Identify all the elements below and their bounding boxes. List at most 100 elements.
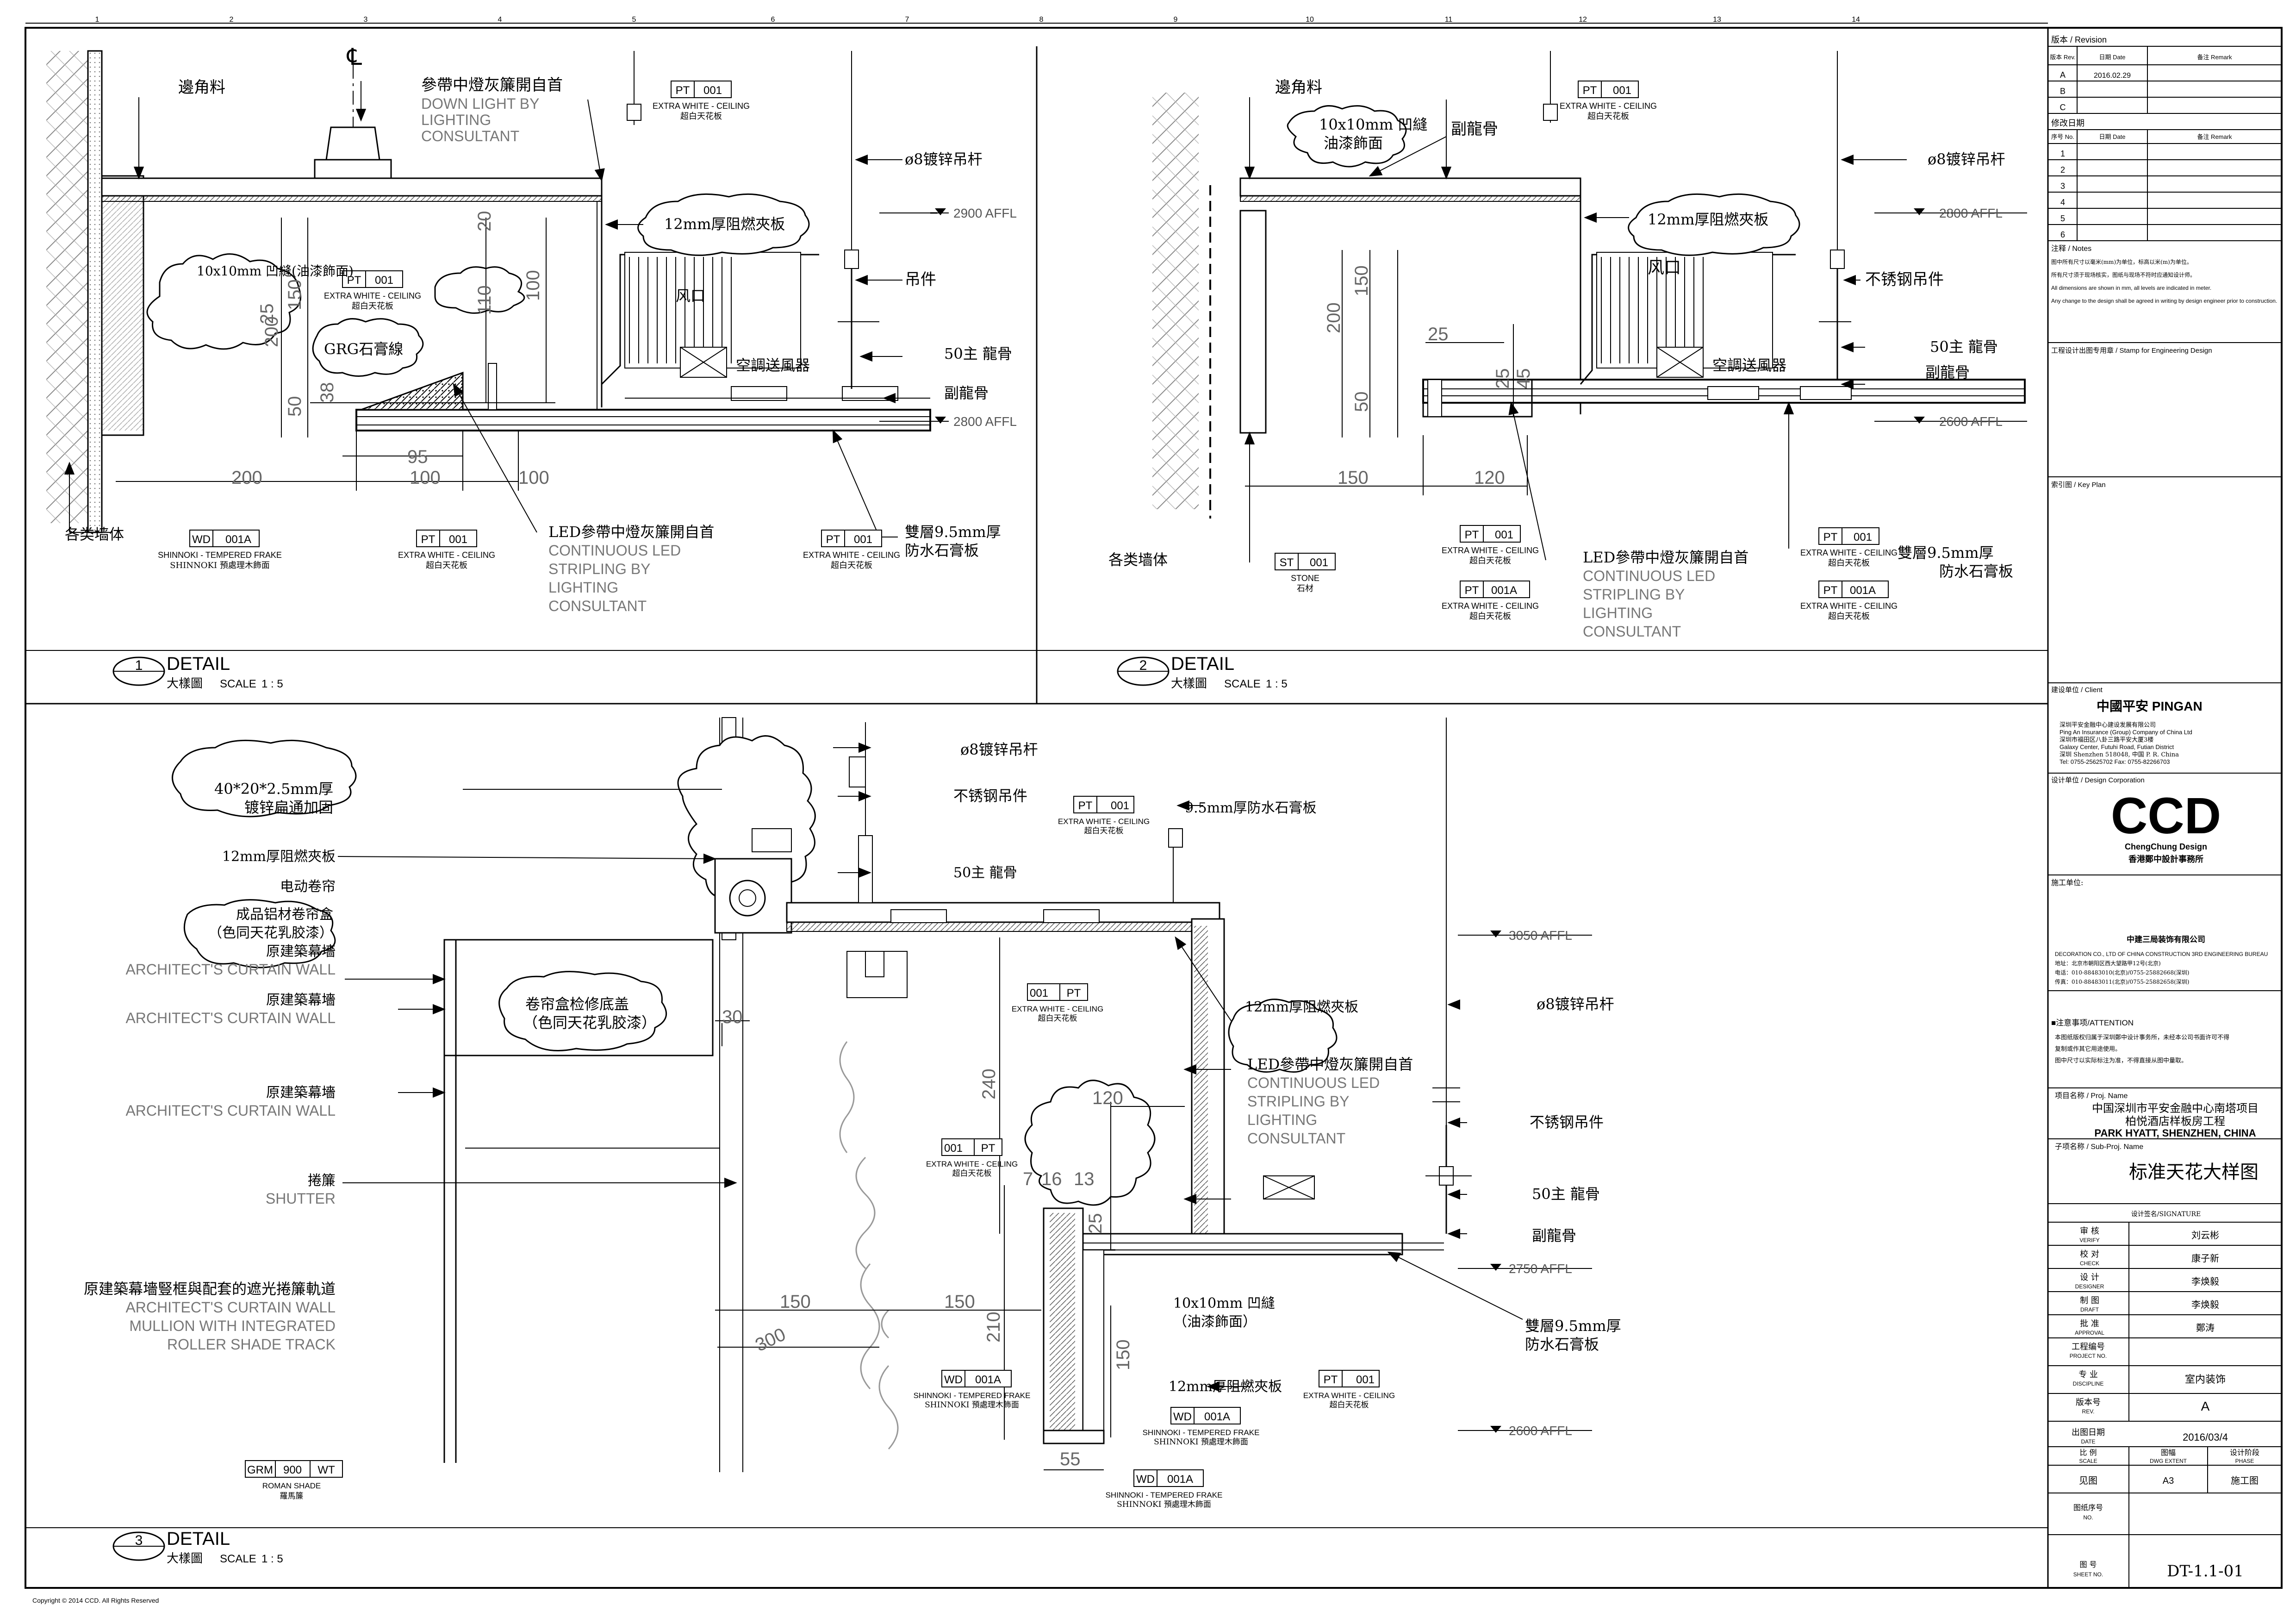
dimension: 7 [1023,1169,1033,1189]
tag-code: PT [826,533,840,546]
tag-number: 001 [1613,84,1631,97]
label: 10x10mm 凹縫 [1319,116,1427,133]
subproj-title: 子项名称 / Sub-Proj. Name [2055,1143,2143,1151]
signature-name: 康子新 [2191,1253,2219,1264]
label: 防水石膏板 [1939,562,2013,580]
dimension: 13 [1074,1169,1095,1189]
info-label: 版本号 [2076,1398,2101,1407]
label: CONSULTANT [548,598,647,614]
attention-line: 本图纸版权归属于深圳鄭中设计事务所，未经本公司书面许可不得 [2055,1034,2229,1041]
tag-desc-cn: SHINNOKI 預處理木飾面 [1154,1437,1248,1447]
tag-desc: SHINNOKI - TEMPERED FRAKE [1143,1428,1260,1437]
tag-number: 001 [854,533,872,546]
info-label-en: DISCIPLINE [2073,1380,2104,1387]
label: 不锈钢吊件 [1530,1113,1604,1131]
scale-label: SCALE [220,678,256,690]
label: CONTINUOUS LED [1583,568,1715,584]
label: 參帶中燈灰簾開自首 [421,76,563,94]
detail-1 [46,50,949,547]
label: GRG石膏線 [324,340,403,358]
rev-header: 备注 Remark [2197,54,2232,61]
label: ø8镀锌吊杆 [1928,150,2005,168]
tag-desc: EXTRA WHITE - CEILING [398,550,495,560]
label: 电动卷帘 [280,879,336,895]
label: 原建築幕墻豎框與配套的遮光捲簾軌道 [84,1280,336,1298]
detail-subtitle: 大樣圖 [167,1552,203,1566]
label: LIGHTING [1247,1112,1317,1128]
centerline-mark: ℄ [346,44,362,70]
attention-line: 复制或作其它用途使用。 [2055,1045,2121,1053]
dimension: 150 [780,1292,811,1312]
client-title: 建设单位 / Client [2051,686,2103,694]
label: 风口 [1648,258,1681,277]
tag-number: 001 [1854,531,1872,543]
dimension: 150 [1113,1339,1133,1370]
tag-number: 001A [225,533,251,546]
stamp-title: 工程设计出图专用章 / Stamp for Engineering Design [2051,346,2212,355]
rev-code: C [2060,103,2066,112]
tag-desc: SHINNOKI - TEMPERED FRAKE [158,550,282,560]
tag-code: WD [192,533,211,546]
tag-desc: STONE [1291,574,1319,583]
signature-role: 审 核 [2080,1226,2099,1236]
scale-header-en: PHASE [2235,1458,2254,1464]
label: ø8镀锌吊杆 [1537,995,1614,1013]
tag-number: PT [1067,987,1081,999]
tag-desc: EXTRA WHITE - CEILING [1800,548,1898,557]
label: 12mm厚阻燃夾板 [1648,211,1768,228]
dimension: 38 [317,382,337,403]
label: （色同天花乳胶漆） [208,925,333,941]
signature-name: 鄭涛 [2196,1322,2215,1333]
label: 12mm厚阻燃夾板 [1169,1379,1282,1395]
note-line: 所有尺寸须于现场核实，图纸与现场不符时应通知设计师。 [2051,271,2196,278]
label: SHUTTER [266,1190,336,1207]
tag-code: PT [1823,531,1838,543]
label: 吊件 [905,270,936,289]
label: 油漆飾面 [1324,134,1383,152]
label: ARCHITECT'S CURTAIN WALL [125,1010,336,1026]
tag-number: 001A [975,1374,1001,1386]
scale-value: 见图 [2079,1475,2097,1486]
label: 50主 龍骨 [953,865,1017,881]
label: ø8镀锌吊杆 [905,150,983,168]
detail-title-bars [25,650,2048,1561]
scale-header: 图幅 [2161,1448,2176,1457]
mod-number: 4 [2060,198,2065,207]
tag-code: PT [1583,84,1597,97]
label: 不锈钢吊件 [953,787,1027,805]
tag-number: 001 [449,533,467,546]
rev-code: A [2060,70,2066,80]
info-value: A [2201,1399,2210,1413]
title-block-lines [2048,46,2282,1588]
label: ARCHITECT'S CURTAIN WALL [125,961,336,978]
grid-number: 10 [1306,16,1314,24]
client-line: 深圳 Shenzhen 518048, 中国 P. R. China [2060,751,2179,758]
info-label: 专 业 [2078,1370,2098,1380]
label: 各类墙体 [1108,551,1168,568]
tag-number: 001 [1495,529,1513,541]
dimension: 150 [1338,468,1369,488]
note-line: Any change to the design shall be agreed… [2051,298,2277,304]
label: 2600 AFFL [1509,1424,1572,1438]
label: CONSULTANT [1247,1130,1345,1147]
label: 各类墙体 [65,525,124,543]
tag-desc: EXTRA WHITE - CEILING [1442,546,1539,555]
label: CONTINUOUS LED [548,542,681,559]
tag-desc-cn: 超白天花板 [1469,556,1511,566]
detail-number: 1 [135,658,143,673]
dimension: 50 [1351,392,1372,412]
label: STRIPLING BY [548,561,651,577]
contractor-title: 施工单位: [2051,878,2083,887]
signature-role-en: DRAFT [2080,1306,2099,1313]
note-line: All dimensions are shown in mm, all leve… [2051,285,2211,291]
mod-number: 2 [2060,165,2065,175]
tag-desc-cn: SHINNOKI 預處理木飾面 [1117,1500,1211,1509]
tag-number: 001 [375,274,393,287]
detail-title: DETAIL [167,1529,230,1549]
dimension: 30 [722,1007,743,1027]
dimension: 45 [1513,369,1534,389]
project-title: 项目名称 / Proj. Name [2055,1092,2128,1100]
project-name-2: 柏悦酒店样板房工程 [2125,1115,2225,1128]
label: 空調送風器 [736,356,810,374]
